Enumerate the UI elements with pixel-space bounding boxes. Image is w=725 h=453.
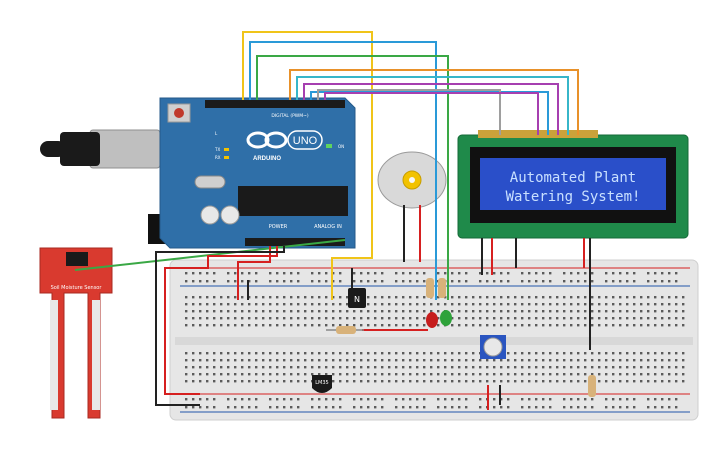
wire-purple	[303, 83, 559, 135]
soil-moisture-sensor: Soil Moisture Sensor	[39, 247, 113, 419]
on-led-label: ON	[338, 144, 344, 149]
rx-led-label: RX	[215, 155, 221, 160]
board-brand-text: ARDUINO	[253, 156, 281, 162]
transistor: N	[348, 288, 366, 308]
wire-yellow	[242, 31, 373, 300]
usb-connector	[89, 129, 161, 169]
lcd-screen	[480, 158, 666, 210]
resistor-3	[438, 278, 446, 298]
power-header-label: POWER	[269, 224, 288, 230]
wire-blue	[249, 41, 437, 300]
l-led-label: L	[215, 131, 218, 136]
led-red	[426, 312, 438, 328]
arduino-logo	[246, 130, 323, 150]
wire-orange	[289, 69, 579, 135]
lcd-display: Automated Plant Watering System!	[457, 130, 689, 239]
digital-header-label: DIGITAL (PWM~)	[271, 113, 309, 119]
led-green	[440, 310, 452, 326]
wire-green	[256, 55, 449, 300]
usb-cable	[40, 141, 66, 157]
potentiometer	[480, 335, 506, 359]
resistor-4	[588, 375, 596, 397]
digital-header	[205, 100, 345, 108]
power-analog-header	[245, 238, 345, 246]
lcd-line-1: Automated Plant	[510, 170, 636, 186]
wire-red-rail	[164, 246, 278, 395]
board-logo-text: UNO	[293, 135, 318, 147]
temperature-sensor: LM35	[312, 375, 332, 393]
wire-gnd	[155, 246, 285, 406]
breadboard-holes	[185, 272, 685, 409]
soil-sensor-label: Soil Moisture Sensor	[51, 285, 103, 291]
resistor-1	[326, 326, 364, 334]
resistor-2	[426, 278, 434, 298]
reset-button	[174, 108, 184, 118]
wire-5v	[237, 246, 271, 300]
breadboard	[169, 259, 699, 421]
lcd-line-2: Watering System!	[506, 189, 641, 205]
dc-motor	[377, 151, 447, 262]
atmega-chip	[238, 186, 348, 216]
wire-cyan	[296, 76, 569, 135]
analog-header-label: ANALOG IN	[314, 224, 342, 230]
tx-led-label: TX	[214, 147, 220, 152]
wires	[74, 31, 591, 410]
wire-gray	[317, 89, 501, 135]
arduino-uno-board: UNO ARDUINO DIGITAL (PWM~) POWER ANALOG …	[40, 97, 356, 249]
wire-purple-2	[324, 92, 539, 135]
transistor-label: N	[354, 295, 360, 304]
temp-sensor-label: LM35	[315, 380, 328, 386]
